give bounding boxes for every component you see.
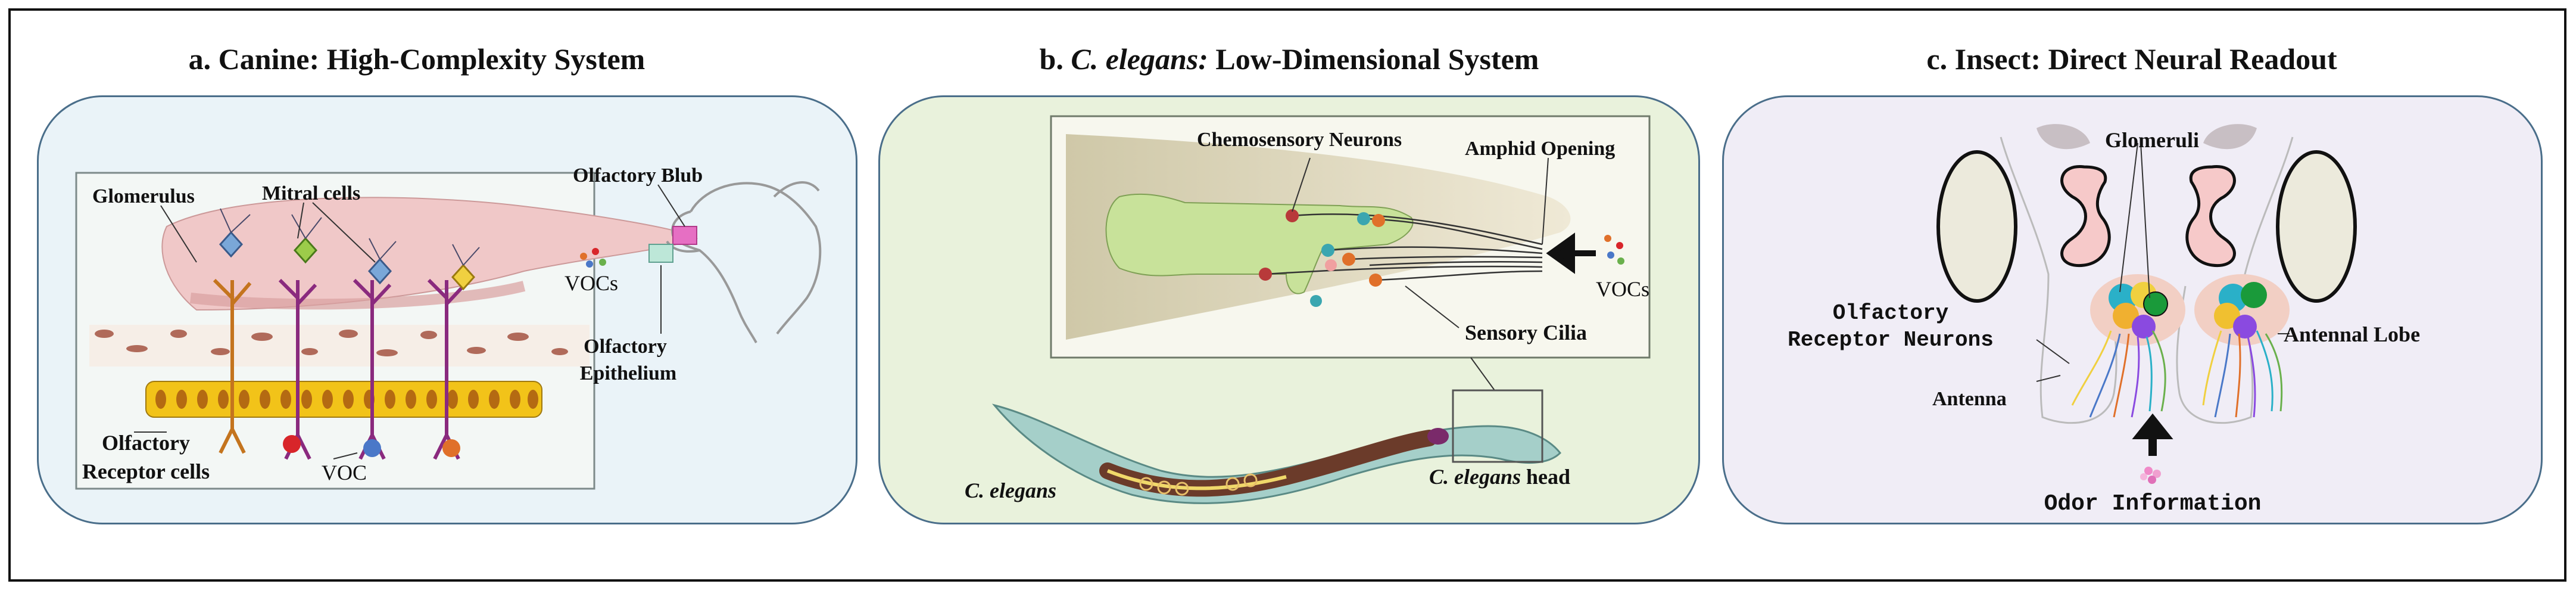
odor-particles	[2140, 467, 2161, 484]
label-voc: VOC	[322, 461, 367, 485]
dog-epithelium-highlight	[648, 244, 673, 263]
figure-frame	[8, 8, 2566, 582]
voc-blue	[363, 439, 381, 457]
label-worm-head-italic: C. elegans	[1429, 465, 1521, 489]
label-orn-2: Receptor Neurons	[1788, 328, 1994, 352]
odor-arrow-up	[2132, 413, 2173, 456]
label-worm: C. elegans	[965, 479, 1056, 502]
label-chemosensory-neurons: Chemosensory Neurons	[1197, 129, 1402, 151]
voc-red	[283, 435, 301, 453]
mitral-cells	[219, 208, 480, 291]
worm-head-box	[1452, 389, 1543, 463]
left-mushroom-body	[2060, 165, 2111, 268]
sensory-cilia-lines	[1265, 213, 1543, 281]
voc-orange	[442, 439, 460, 457]
left-eye	[1936, 150, 2017, 303]
panel-b-title-italic: C. elegans:	[1071, 42, 1208, 76]
panel-b-title-prefix: b.	[1039, 42, 1071, 76]
panel-b-title-suffix: Low-Dimensional System	[1208, 42, 1539, 76]
label-glomerulus: Glomerulus	[92, 185, 195, 207]
label-vocs-a: VOCs	[565, 271, 618, 295]
vocs-dots-b	[1604, 235, 1624, 265]
label-epithelium-1: Olfactory	[584, 336, 667, 358]
right-mushroom-body	[2185, 165, 2236, 268]
chemosensory-neuron-bodies	[1259, 209, 1385, 307]
right-eye	[2276, 150, 2357, 303]
right-antennal-lobe	[2194, 274, 2290, 346]
panel-a-artwork	[75, 172, 822, 490]
label-receptor-1: Olfactory	[102, 431, 190, 455]
label-odor-information: Odor Information	[2044, 491, 2262, 517]
right-lobe-top	[2203, 124, 2257, 150]
worm-pharynx	[1427, 428, 1449, 445]
label-receptor-2: Receptor cells	[82, 459, 210, 483]
panel-a-title: a. Canine: High-Complexity System	[188, 42, 645, 76]
label-glomeruli: Glomeruli	[2105, 128, 2199, 152]
label-sensory-cilia: Sensory Cilia	[1465, 321, 1587, 344]
label-olfactory-bulb: Olfactory Blub	[573, 164, 703, 187]
panel-c-artwork	[1936, 124, 2357, 484]
cribriform-plate	[89, 325, 590, 367]
dog-bulb-highlight	[672, 226, 697, 245]
label-antenna: Antenna	[1932, 388, 2007, 410]
label-orn-1: Olfactory	[1833, 301, 1948, 325]
label-epithelium-2: Epithelium	[580, 362, 676, 384]
vocs-near-nose	[580, 248, 606, 268]
panel-b-title: b. C. elegans: Low-Dimensional System	[977, 42, 1602, 76]
label-vocs-b: VOCs	[1596, 277, 1649, 301]
neuron-bundle-shape	[1105, 193, 1414, 294]
label-amphid-opening: Amphid Opening	[1465, 138, 1615, 160]
dog-head-outline	[666, 181, 822, 343]
left-lobe-top	[2037, 124, 2090, 150]
left-antennal-lobe	[2090, 274, 2185, 346]
label-mitral-cells: Mitral cells	[262, 182, 360, 204]
label-worm-head: C. elegans head	[1429, 465, 1570, 489]
label-antennal-lobe: Antennal Lobe	[2284, 322, 2420, 346]
panel-b-artwork	[991, 115, 1651, 504]
voc-arrow-left	[1546, 232, 1596, 274]
label-worm-head-suffix: head	[1521, 465, 1570, 489]
panel-c-title: c. Insect: Direct Neural Readout	[1926, 42, 2337, 76]
right-receptor-neuron-wisps	[2202, 330, 2283, 418]
left-receptor-neuron-wisps	[2071, 330, 2166, 418]
orange-receptor-neuron	[213, 278, 252, 454]
